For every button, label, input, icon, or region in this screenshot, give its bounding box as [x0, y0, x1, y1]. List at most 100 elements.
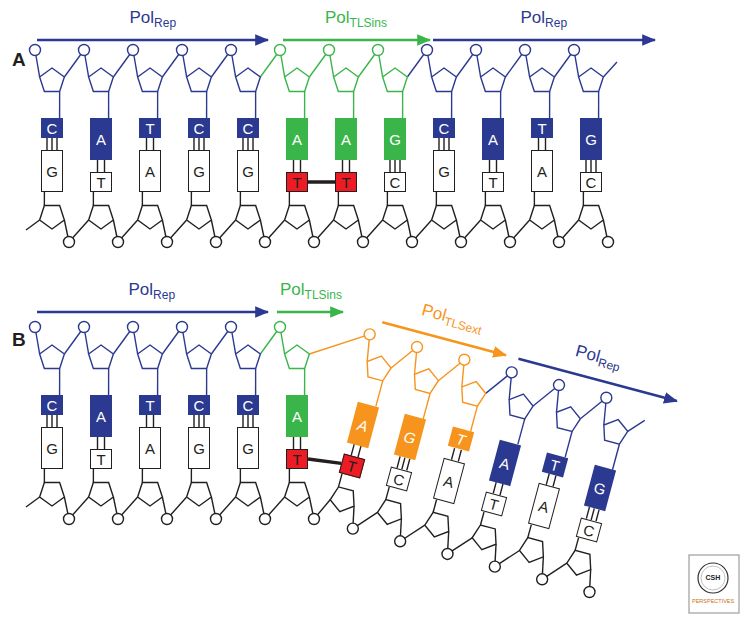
base-pair-bond — [98, 437, 105, 449]
template-base: A — [433, 458, 465, 504]
sugar-ring — [236, 345, 261, 369]
backbone-bond — [108, 92, 109, 118]
base-letter: C — [581, 521, 595, 538]
backbone-bond — [44, 469, 45, 482]
backbone-bond — [451, 92, 452, 118]
base-letter: T — [292, 452, 301, 467]
logo-emblem — [701, 566, 725, 590]
sugar-ring — [432, 205, 457, 229]
base-letter: G — [403, 429, 418, 447]
phosphate — [442, 548, 453, 559]
base-letter: T — [341, 175, 350, 190]
backbone-bond — [423, 393, 430, 419]
backbone-bond — [485, 192, 486, 205]
sugar-ring — [40, 345, 65, 369]
sugar-ring — [334, 68, 359, 92]
base-letter: C — [439, 121, 450, 136]
backbone-bond — [191, 469, 192, 482]
sugar-ring — [138, 205, 163, 229]
phosphate — [79, 322, 90, 333]
phosphate — [569, 45, 580, 56]
backbone-bond — [518, 419, 525, 445]
backbone-bond — [338, 192, 339, 205]
backbone-bond — [142, 192, 143, 205]
base-pair-bond — [294, 160, 301, 172]
backbone-bond — [304, 92, 305, 118]
base-pair-bond — [147, 415, 154, 427]
sugar-ring — [187, 482, 212, 506]
phosphate — [347, 523, 358, 534]
phosphate — [489, 561, 500, 572]
sugar-ring — [89, 68, 114, 92]
backbone-links — [26, 50, 645, 592]
phosphate — [584, 586, 595, 597]
base-letter: T — [549, 456, 562, 473]
base-letter: C — [47, 398, 58, 413]
base-letter: A — [498, 454, 512, 471]
base-pair-bond — [343, 160, 350, 172]
sugar-phosphate — [30, 45, 628, 598]
backbone-bond — [565, 432, 572, 458]
sugar-ring — [187, 205, 212, 229]
base-pair-bond — [194, 138, 204, 150]
polymerase-arrow — [277, 311, 343, 314]
template-base: G — [188, 150, 210, 192]
backbone-bond — [575, 537, 579, 550]
phosphate — [358, 237, 369, 248]
template-base: T — [482, 172, 504, 192]
base-letter: G — [585, 132, 597, 147]
phosphate — [162, 237, 173, 248]
phosphate — [324, 45, 335, 56]
base-pair-bond — [194, 415, 204, 427]
nascent-base: T — [139, 395, 161, 415]
template-base: A — [139, 427, 161, 469]
nascent-base: C — [237, 395, 259, 415]
base-letter: T — [96, 175, 105, 190]
base-letter: A — [145, 164, 155, 179]
backbone-bond — [255, 92, 256, 118]
sugar-ring — [367, 356, 391, 381]
phosphate — [226, 45, 237, 56]
nascent-base: C — [237, 118, 259, 138]
phosphate — [471, 45, 482, 56]
sugar-ring — [481, 68, 506, 92]
nascent-base: T — [542, 452, 568, 477]
dimer-bond — [308, 180, 335, 184]
logo-text: CSH — [706, 574, 721, 582]
phosphate — [113, 514, 124, 525]
phosphate — [260, 237, 271, 248]
sugar-ring — [334, 205, 359, 229]
sugar-ring — [377, 500, 401, 525]
phosphate — [422, 45, 433, 56]
base-letter: C — [586, 175, 597, 190]
template-base: G — [433, 150, 455, 192]
sugar-ring — [530, 205, 555, 229]
logo-text: PERSPECTIVES — [692, 598, 734, 604]
base-letter: G — [242, 164, 254, 179]
sugar-ring — [509, 394, 533, 419]
nascent-base: G — [384, 118, 406, 160]
phosphate — [177, 322, 188, 333]
template-base: A — [139, 150, 161, 192]
template-base: C — [384, 172, 406, 192]
sugar-ring — [285, 205, 310, 229]
template-base: T — [90, 172, 112, 192]
sugar-ring — [567, 550, 591, 575]
phosphate — [177, 45, 188, 56]
template-base: T — [90, 449, 112, 469]
template-base: A — [528, 483, 560, 529]
sugar-ring — [415, 369, 439, 394]
phosphate — [275, 45, 286, 56]
backbone-bond — [598, 92, 599, 118]
base-pair-bond — [390, 160, 400, 172]
backbone-bond — [289, 469, 290, 482]
dimer-bond — [308, 459, 341, 463]
phosphate — [309, 237, 320, 248]
base-letter: A — [145, 441, 155, 456]
base-letter: G — [46, 441, 58, 456]
base-letter: C — [194, 398, 205, 413]
template-base: A — [531, 150, 553, 192]
backbone-bond — [433, 499, 437, 512]
phosphate — [459, 354, 470, 365]
